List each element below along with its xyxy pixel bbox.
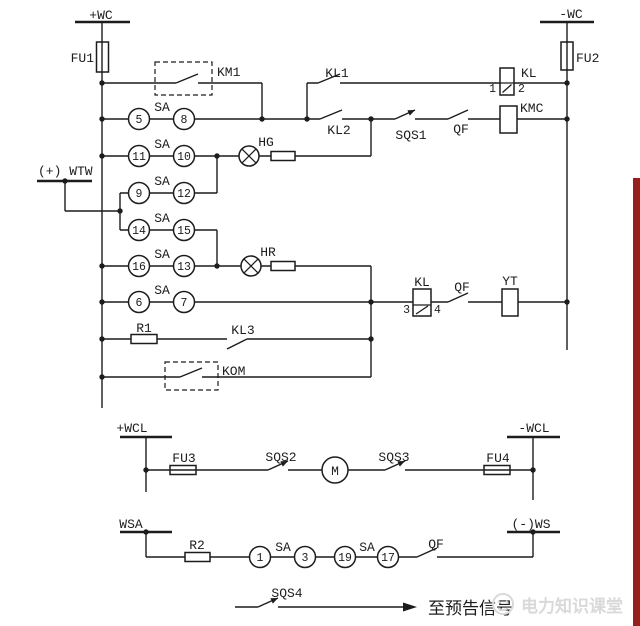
fu3-label: FU3 bbox=[172, 451, 195, 466]
terminal-5: 5 bbox=[136, 114, 143, 127]
sa-terminal-circles: 5 8 11 10 9 12 14 15 16 13 6 7 1 3 19 17 bbox=[127, 107, 400, 569]
kom-dashed-box bbox=[164, 361, 219, 391]
kl3-label: KL3 bbox=[231, 323, 254, 338]
sa-label-row5: SA bbox=[154, 247, 170, 262]
terminal-16: 16 bbox=[132, 261, 146, 274]
kmc-coil-body bbox=[499, 105, 518, 134]
fu2-label: FU2 bbox=[576, 51, 599, 66]
yt-coil-body bbox=[501, 288, 519, 317]
watermark-logo-face-icon bbox=[497, 600, 509, 611]
terminal-8: 8 bbox=[181, 114, 188, 127]
kl-upper-label: KL bbox=[521, 66, 537, 81]
terminal-10: 10 bbox=[177, 151, 191, 164]
r1-resistor-body bbox=[130, 333, 158, 345]
sa-label-row4: SA bbox=[154, 211, 170, 226]
motor-symbol: M bbox=[321, 456, 349, 484]
wsa-bus-label: WSA bbox=[119, 517, 143, 532]
qf-top-label: QF bbox=[453, 122, 469, 137]
kl-lower-label: KL bbox=[414, 275, 430, 290]
terminal-17: 17 bbox=[381, 552, 395, 565]
to-signal-arrow-icon bbox=[403, 602, 417, 612]
qf-ws-label: QF bbox=[428, 537, 444, 552]
sqs3-label: SQS3 bbox=[378, 450, 409, 465]
qf-yt-label: QF bbox=[454, 280, 470, 295]
terminal-7: 7 bbox=[181, 297, 188, 310]
sqs1-arrow-icon bbox=[407, 110, 415, 116]
sa-label-bottom1: SA bbox=[275, 540, 291, 555]
terminal-19: 19 bbox=[338, 552, 352, 565]
schematic-labels: +WC -WC FU1 FU2 KM1 KL1 KL 1 2 KMC KL2 S… bbox=[38, 7, 599, 619]
sqs4-label: SQS4 bbox=[271, 586, 302, 601]
fu1-label: FU1 bbox=[71, 51, 95, 66]
sqs-arrow-icons bbox=[270, 110, 415, 604]
sqs3-arrow-icon bbox=[397, 461, 405, 467]
hg-label: HG bbox=[258, 135, 274, 150]
sqs1-label: SQS1 bbox=[395, 128, 426, 143]
terminal-6: 6 bbox=[136, 297, 143, 310]
sa-label-bottom2: SA bbox=[359, 540, 375, 555]
fu4-label: FU4 bbox=[486, 451, 510, 466]
sqs4-arrow-icon bbox=[270, 598, 278, 604]
ws-bus-label: (-)WS bbox=[511, 517, 550, 532]
kl-upper-terminal-2: 2 bbox=[518, 83, 525, 96]
relay-kl-upper bbox=[499, 67, 515, 96]
to-signal-annotation: 至预告信号 bbox=[428, 599, 513, 619]
km1-dashed-box bbox=[154, 61, 213, 96]
wtw-bus-label: (+) WTW bbox=[38, 164, 93, 179]
bus-minus-wcl-label: -WCL bbox=[518, 421, 549, 436]
kl-lower-terminal-3: 3 bbox=[403, 304, 410, 317]
hg-resistor-body bbox=[270, 150, 296, 162]
yt-label: YT bbox=[502, 274, 518, 289]
r2-resistor-body bbox=[184, 551, 211, 563]
sa-label-row1: SA bbox=[154, 100, 170, 115]
kl-lower-symbol-icon bbox=[413, 304, 431, 315]
motor-label: M bbox=[331, 464, 339, 479]
sqs2-label: SQS2 bbox=[265, 450, 296, 465]
terminal-9: 9 bbox=[136, 188, 143, 201]
watermark: 电力知识课堂 bbox=[492, 593, 623, 617]
watermark-brand-text: 电力知识课堂 bbox=[521, 596, 623, 617]
kl1-label: KL1 bbox=[325, 66, 349, 81]
r2-label: R2 bbox=[189, 538, 205, 553]
sa-label-row6: SA bbox=[154, 283, 170, 298]
bus-minus-wc-label: -WC bbox=[559, 7, 583, 22]
terminal-15: 15 bbox=[177, 225, 191, 238]
relay-kl-lower bbox=[412, 288, 432, 317]
kl-upper-symbol-icon bbox=[500, 82, 514, 93]
terminal-3: 3 bbox=[302, 552, 309, 565]
bus-plus-wc-label: +WC bbox=[89, 8, 113, 23]
sa-label-row3: SA bbox=[154, 174, 170, 189]
kmc-label: KMC bbox=[520, 101, 544, 116]
terminal-12: 12 bbox=[177, 188, 191, 201]
right-edge-accent-bar bbox=[633, 178, 640, 626]
kl2-label: KL2 bbox=[327, 123, 350, 138]
watermark-logo-icon bbox=[492, 593, 514, 615]
km1-label: KM1 bbox=[217, 65, 241, 80]
hr-lamp-icon bbox=[240, 255, 262, 277]
terminal-13: 13 bbox=[177, 261, 191, 274]
hr-label: HR bbox=[260, 245, 276, 260]
terminal-11: 11 bbox=[132, 151, 146, 164]
kom-label: KOM bbox=[222, 364, 245, 379]
r1-label: R1 bbox=[136, 321, 152, 336]
hr-resistor-body bbox=[270, 260, 296, 272]
terminal-14: 14 bbox=[132, 225, 146, 238]
terminal-1: 1 bbox=[257, 552, 264, 565]
bus-plus-wcl-label: +WCL bbox=[116, 421, 147, 436]
kl-lower-terminal-4: 4 bbox=[434, 304, 441, 317]
wires bbox=[64, 22, 568, 608]
kl-upper-terminal-1: 1 bbox=[489, 83, 496, 96]
junction-dots bbox=[62, 80, 570, 535]
sqs2-arrow-icon bbox=[280, 461, 288, 467]
sa-label-row2: SA bbox=[154, 137, 170, 152]
hg-lamp-icon bbox=[238, 145, 260, 167]
